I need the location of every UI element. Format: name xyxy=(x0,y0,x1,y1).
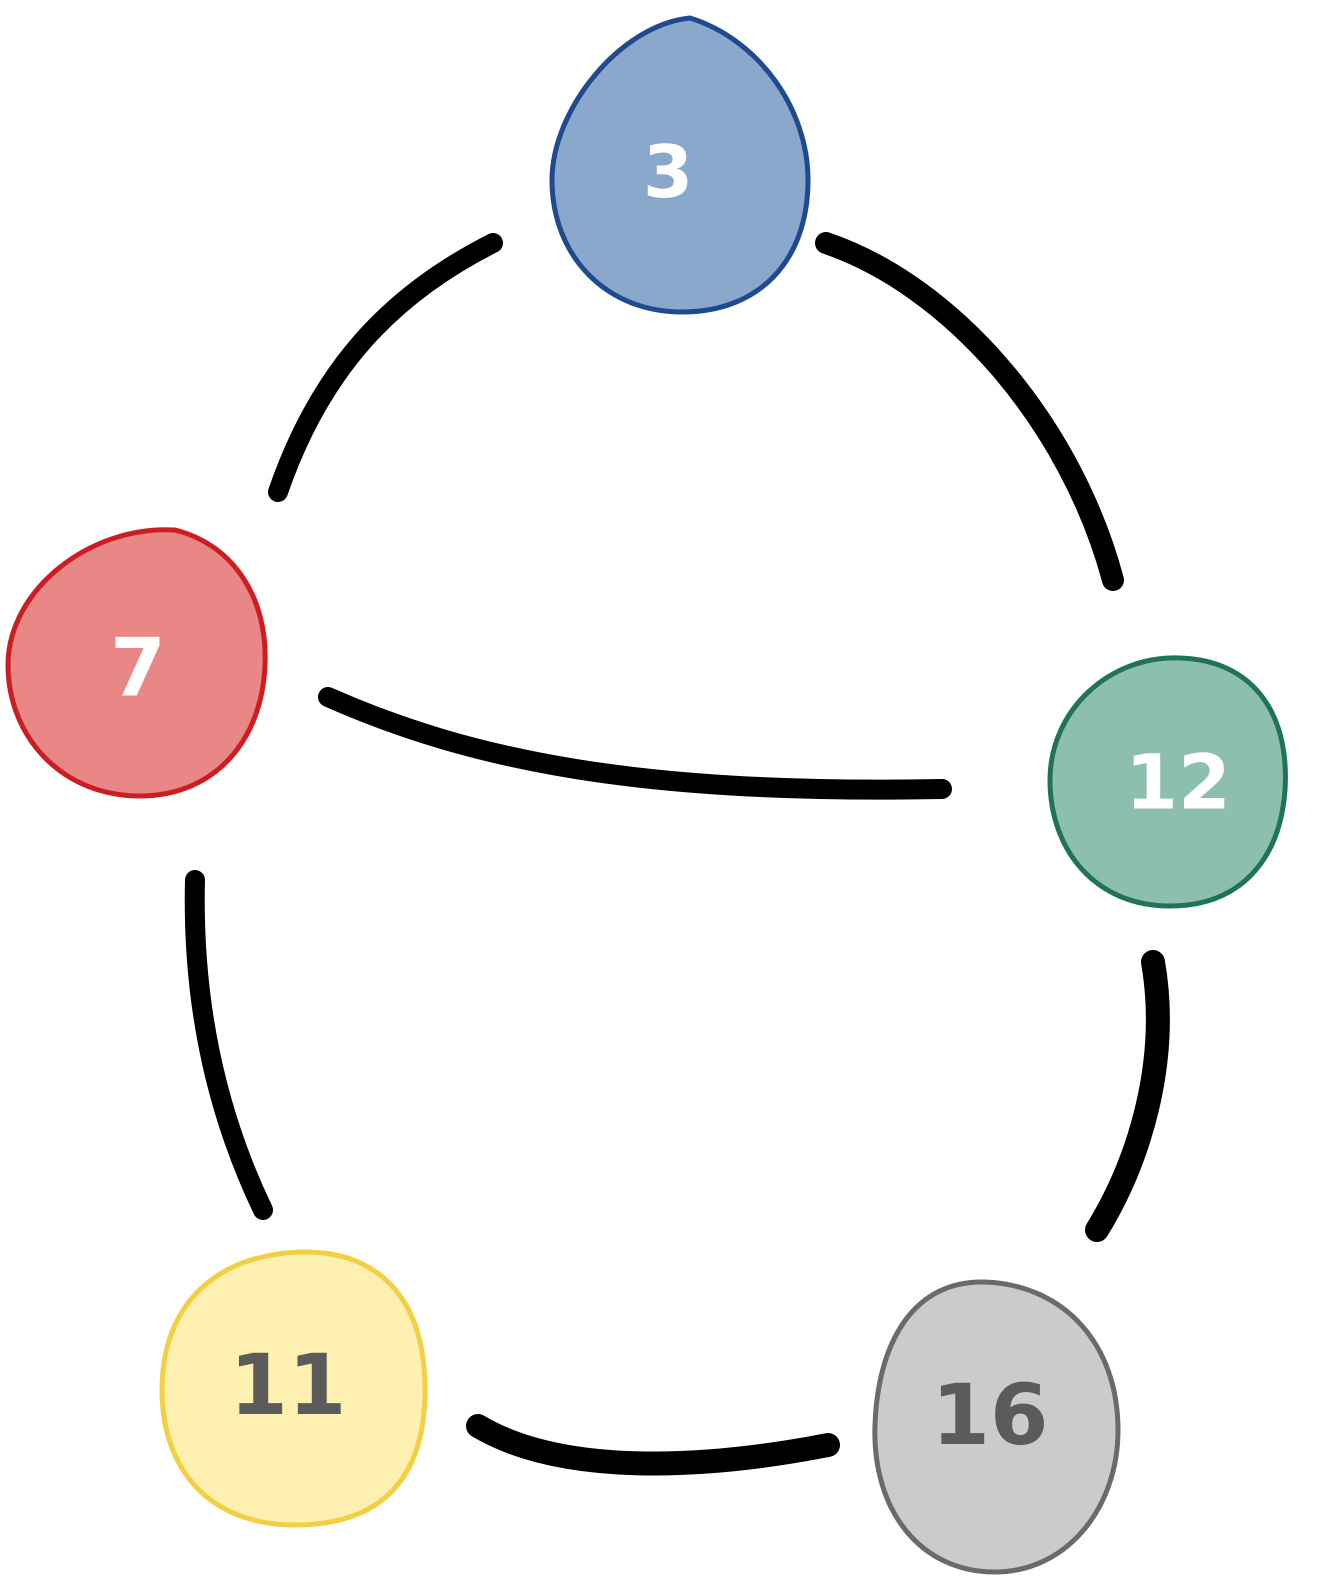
node-3-outline xyxy=(549,15,811,315)
node-3: 3 xyxy=(549,15,811,315)
node-7-circle xyxy=(8,529,266,796)
node-7: 7 xyxy=(5,527,268,799)
node-16-outline xyxy=(872,1279,1121,1575)
node-12-outline xyxy=(1047,655,1288,909)
node-16-label: 16 xyxy=(932,1366,1049,1464)
node-11-circle xyxy=(162,1251,425,1525)
node-7-label: 7 xyxy=(110,622,166,715)
edge-7-12 xyxy=(318,687,952,800)
node-3-circle xyxy=(552,18,808,312)
edge-7-11 xyxy=(184,870,273,1220)
edge-11-16 xyxy=(466,1414,840,1476)
edge-3-7 xyxy=(268,233,503,502)
edge-12-16 xyxy=(1085,950,1170,1242)
node-12-circle xyxy=(1050,657,1286,906)
edge-3-12 xyxy=(815,232,1124,591)
node-11-outline xyxy=(159,1249,428,1528)
node-11: 11 xyxy=(159,1249,428,1528)
node-12-label: 12 xyxy=(1125,738,1231,827)
node-11-label: 11 xyxy=(230,1336,347,1434)
node-3-label: 3 xyxy=(643,130,693,214)
node-12: 12 xyxy=(1047,655,1288,909)
node-16-circle xyxy=(874,1281,1118,1572)
node-16: 16 xyxy=(872,1279,1121,1575)
node-7-outline xyxy=(5,527,268,799)
